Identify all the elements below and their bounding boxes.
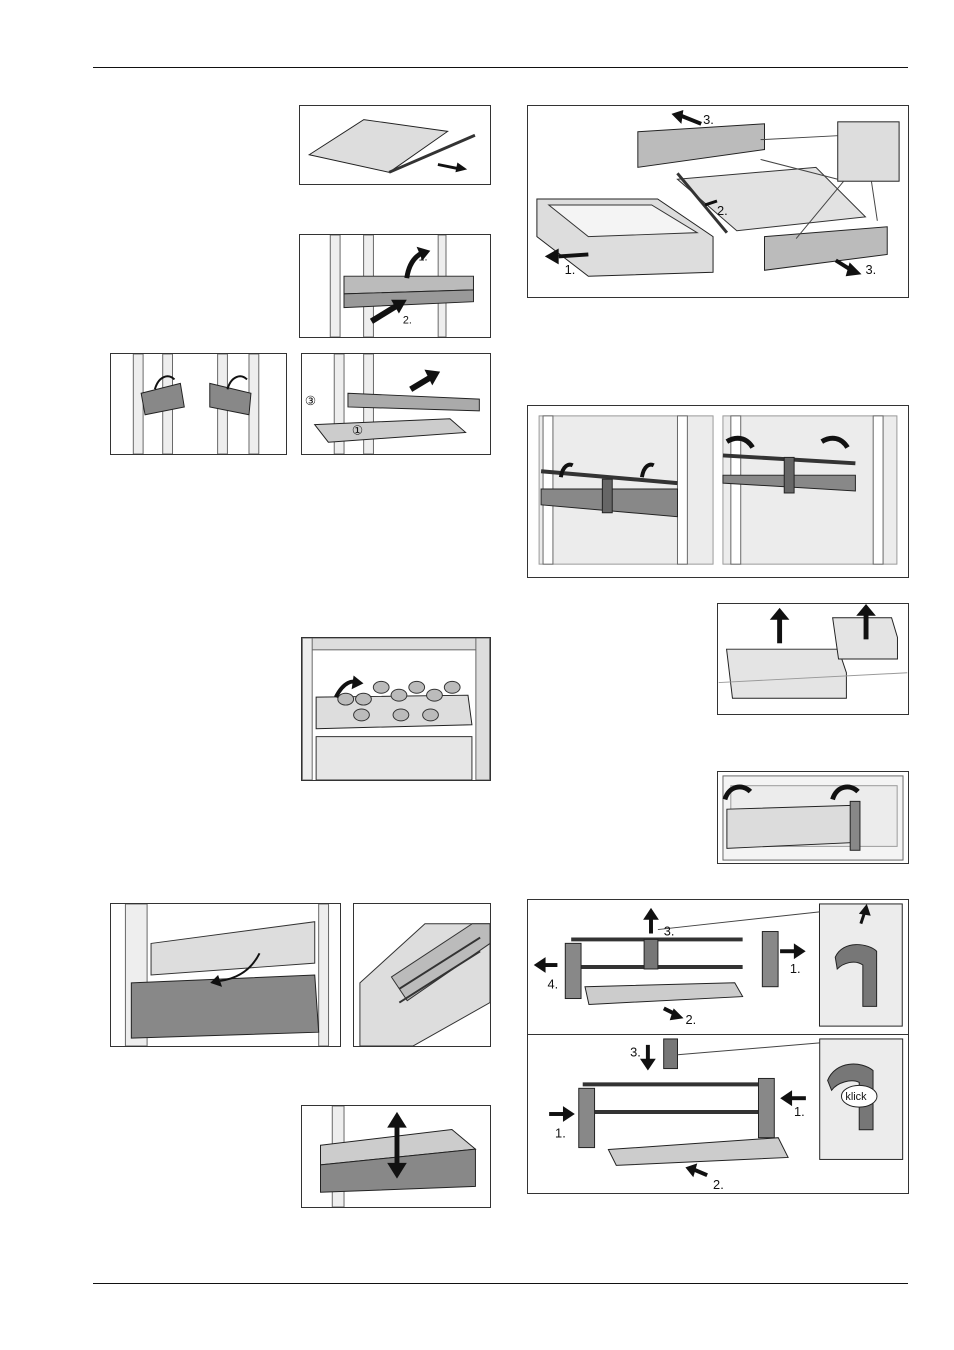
figure-drawer-out <box>110 903 341 1047</box>
step-label: 2. <box>713 1177 724 1192</box>
step-label: 3. <box>703 112 714 127</box>
step-label: 2. <box>717 203 728 218</box>
footer-rule <box>93 1283 908 1284</box>
step-label: 1. <box>790 961 801 976</box>
figure-bottle-rack <box>301 637 491 781</box>
step-label: 1. <box>565 262 576 277</box>
klick-label: klick <box>845 1091 867 1103</box>
step-label: 4. <box>548 977 559 992</box>
step-label: 3. <box>865 262 876 277</box>
figure-shelf-parts: ③ ① <box>301 353 491 455</box>
step-label: 3. <box>630 1045 641 1060</box>
step-label: 3. <box>664 923 675 938</box>
part-marker-1: ① <box>352 422 363 437</box>
step-label: 2. <box>685 1012 696 1027</box>
figure-shelf-insert: 1. 2. <box>299 234 491 338</box>
step-label: 1. <box>555 1126 566 1141</box>
header-rule <box>93 67 908 68</box>
step-label: 1. <box>419 252 428 264</box>
figure-drawer-rail <box>353 903 491 1047</box>
step-label: 2. <box>403 314 412 326</box>
part-marker-3: ③ <box>305 393 316 408</box>
figure-rack-disassembly: 3. 4. 1. 2. <box>527 899 909 1035</box>
figure-door-boxes-lift <box>717 603 909 715</box>
figure-rack-assembly: 3. 1. 1. 2. klick <box>527 1034 909 1194</box>
figure-drawer-lift <box>301 1105 491 1208</box>
figure-door-rack-pair <box>527 405 909 578</box>
figure-door-boxes-hinge <box>717 771 909 864</box>
figure-shelf-brackets <box>110 353 287 455</box>
figure-crisper-disassembly: 1. 2. 3. 3. <box>527 105 909 298</box>
step-label: 1. <box>794 1104 805 1119</box>
figure-shelf-glass-removal <box>299 105 491 185</box>
